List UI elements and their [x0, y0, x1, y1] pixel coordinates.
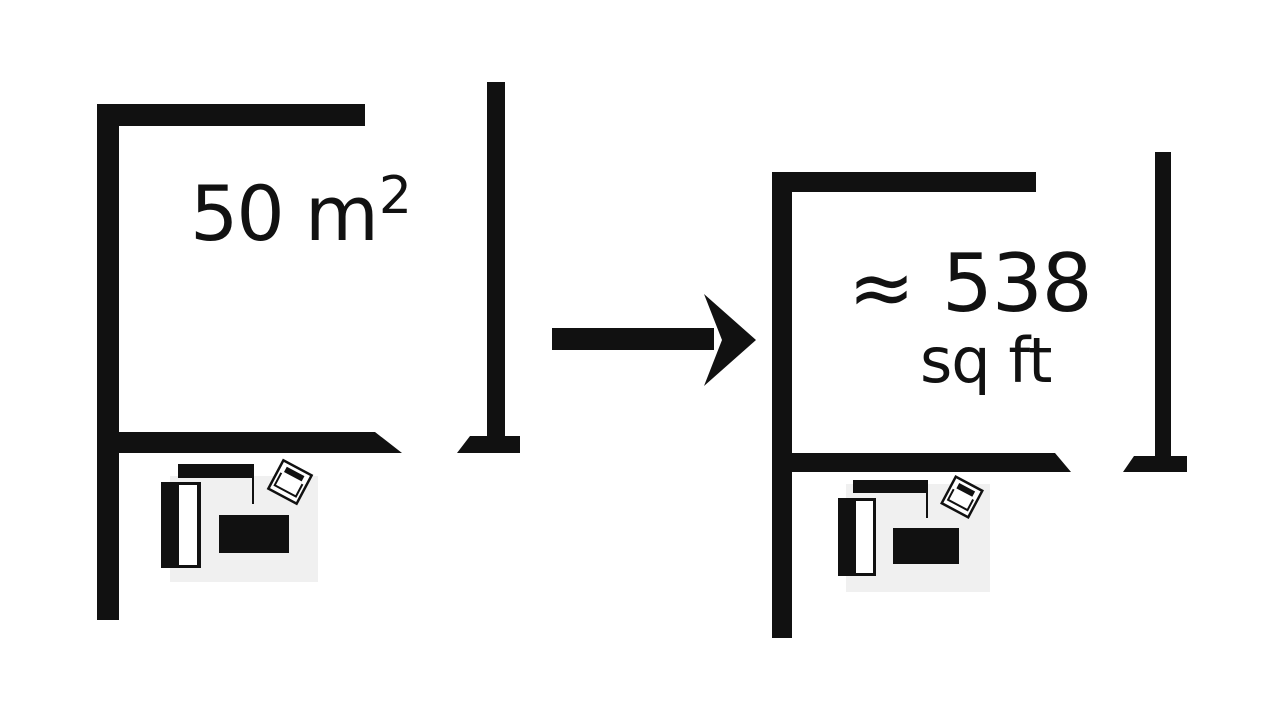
cabinet-icon [853, 480, 928, 493]
metric-left-wall [97, 104, 119, 620]
imperial-right-wall-foot [1123, 456, 1187, 472]
imperial-floor-plan [772, 152, 1187, 638]
metric-middle-wall [97, 432, 402, 453]
coffee-table-icon [893, 528, 959, 564]
cabinet-icon [178, 464, 254, 478]
sofa-cushion [177, 483, 199, 567]
metric-top-wall [97, 104, 365, 126]
approx-symbol: ≈ [848, 241, 916, 334]
imperial-right-wall [1155, 152, 1171, 460]
metric-area-exponent: 2 [378, 166, 412, 226]
coffee-table-icon [219, 515, 289, 553]
imperial-top-wall [772, 172, 1036, 192]
metric-right-wall [487, 82, 505, 452]
metric-furniture [161, 458, 318, 582]
conversion-arrow-icon [552, 294, 756, 386]
metric-floor-plan [97, 82, 520, 620]
metric-area-value: 50 m [190, 169, 379, 258]
imperial-middle-wall [772, 453, 1071, 472]
metric-right-wall-foot [457, 436, 520, 453]
imperial-area-unit: sq ft [920, 324, 1052, 397]
imperial-furniture [838, 475, 990, 592]
armchair-icon [940, 475, 984, 519]
imperial-area-value: 538 [942, 237, 1093, 330]
armchair-icon [266, 458, 314, 506]
metric-area-label: 50 m2 [190, 170, 412, 252]
imperial-left-wall [772, 172, 792, 638]
sofa-cushion [854, 499, 875, 575]
